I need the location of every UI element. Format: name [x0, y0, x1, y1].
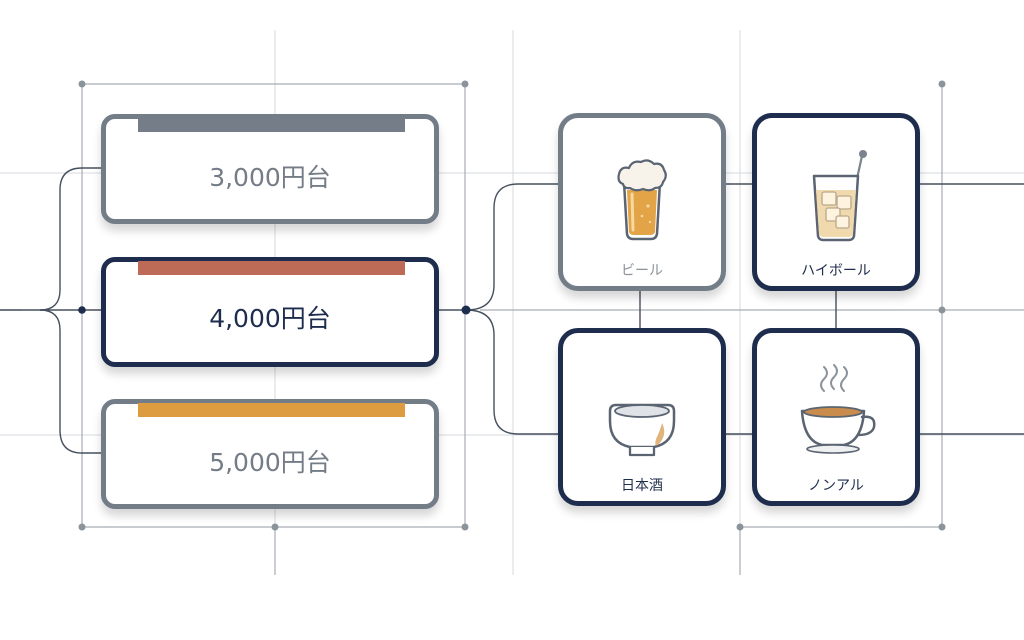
beer-glass-icon [617, 159, 667, 241]
drink-label: ビール [621, 263, 663, 279]
price-option-5000[interactable]: 5,000円台 [101, 399, 439, 509]
drink-label: ハイボール [801, 263, 871, 279]
guide-node [736, 523, 744, 531]
left-brace-connector [39, 309, 102, 454]
connector-node [461, 305, 471, 315]
accent-bar [138, 261, 405, 275]
tea-cup-icon [800, 364, 876, 454]
price-label: 4,000円台 [209, 304, 331, 333]
accent-bar [138, 118, 405, 132]
guide-node [938, 523, 946, 531]
guide-node [78, 523, 86, 531]
left-brace-connector [0, 167, 102, 311]
price-option-4000[interactable]: 4,000円台 [101, 257, 439, 367]
guide-node [461, 80, 469, 88]
guide-node [938, 306, 946, 314]
drink-option-highball[interactable]: ハイボール [752, 113, 920, 291]
guide-node [78, 80, 86, 88]
drink-label: 日本酒 [621, 478, 663, 494]
highball-glass-icon [812, 150, 867, 242]
guide-node [271, 523, 279, 531]
right-brace-connector [465, 309, 560, 435]
accent-bar [138, 403, 405, 417]
price-label: 3,000円台 [209, 163, 331, 192]
connector-node [78, 306, 86, 314]
price-label: 5,000円台 [209, 448, 331, 477]
right-brace-connector [465, 183, 560, 311]
drink-label: ノンアル [808, 478, 864, 494]
drink-option-sake[interactable]: 日本酒 [558, 328, 726, 506]
price-option-3000[interactable]: 3,000円台 [101, 114, 439, 224]
sake-cup-icon [608, 403, 676, 457]
drink-option-beer[interactable]: ビール [558, 113, 726, 291]
drink-option-non-alcohol[interactable]: ノンアル [752, 328, 920, 506]
guide-node [938, 80, 946, 88]
guide-node [461, 523, 469, 531]
